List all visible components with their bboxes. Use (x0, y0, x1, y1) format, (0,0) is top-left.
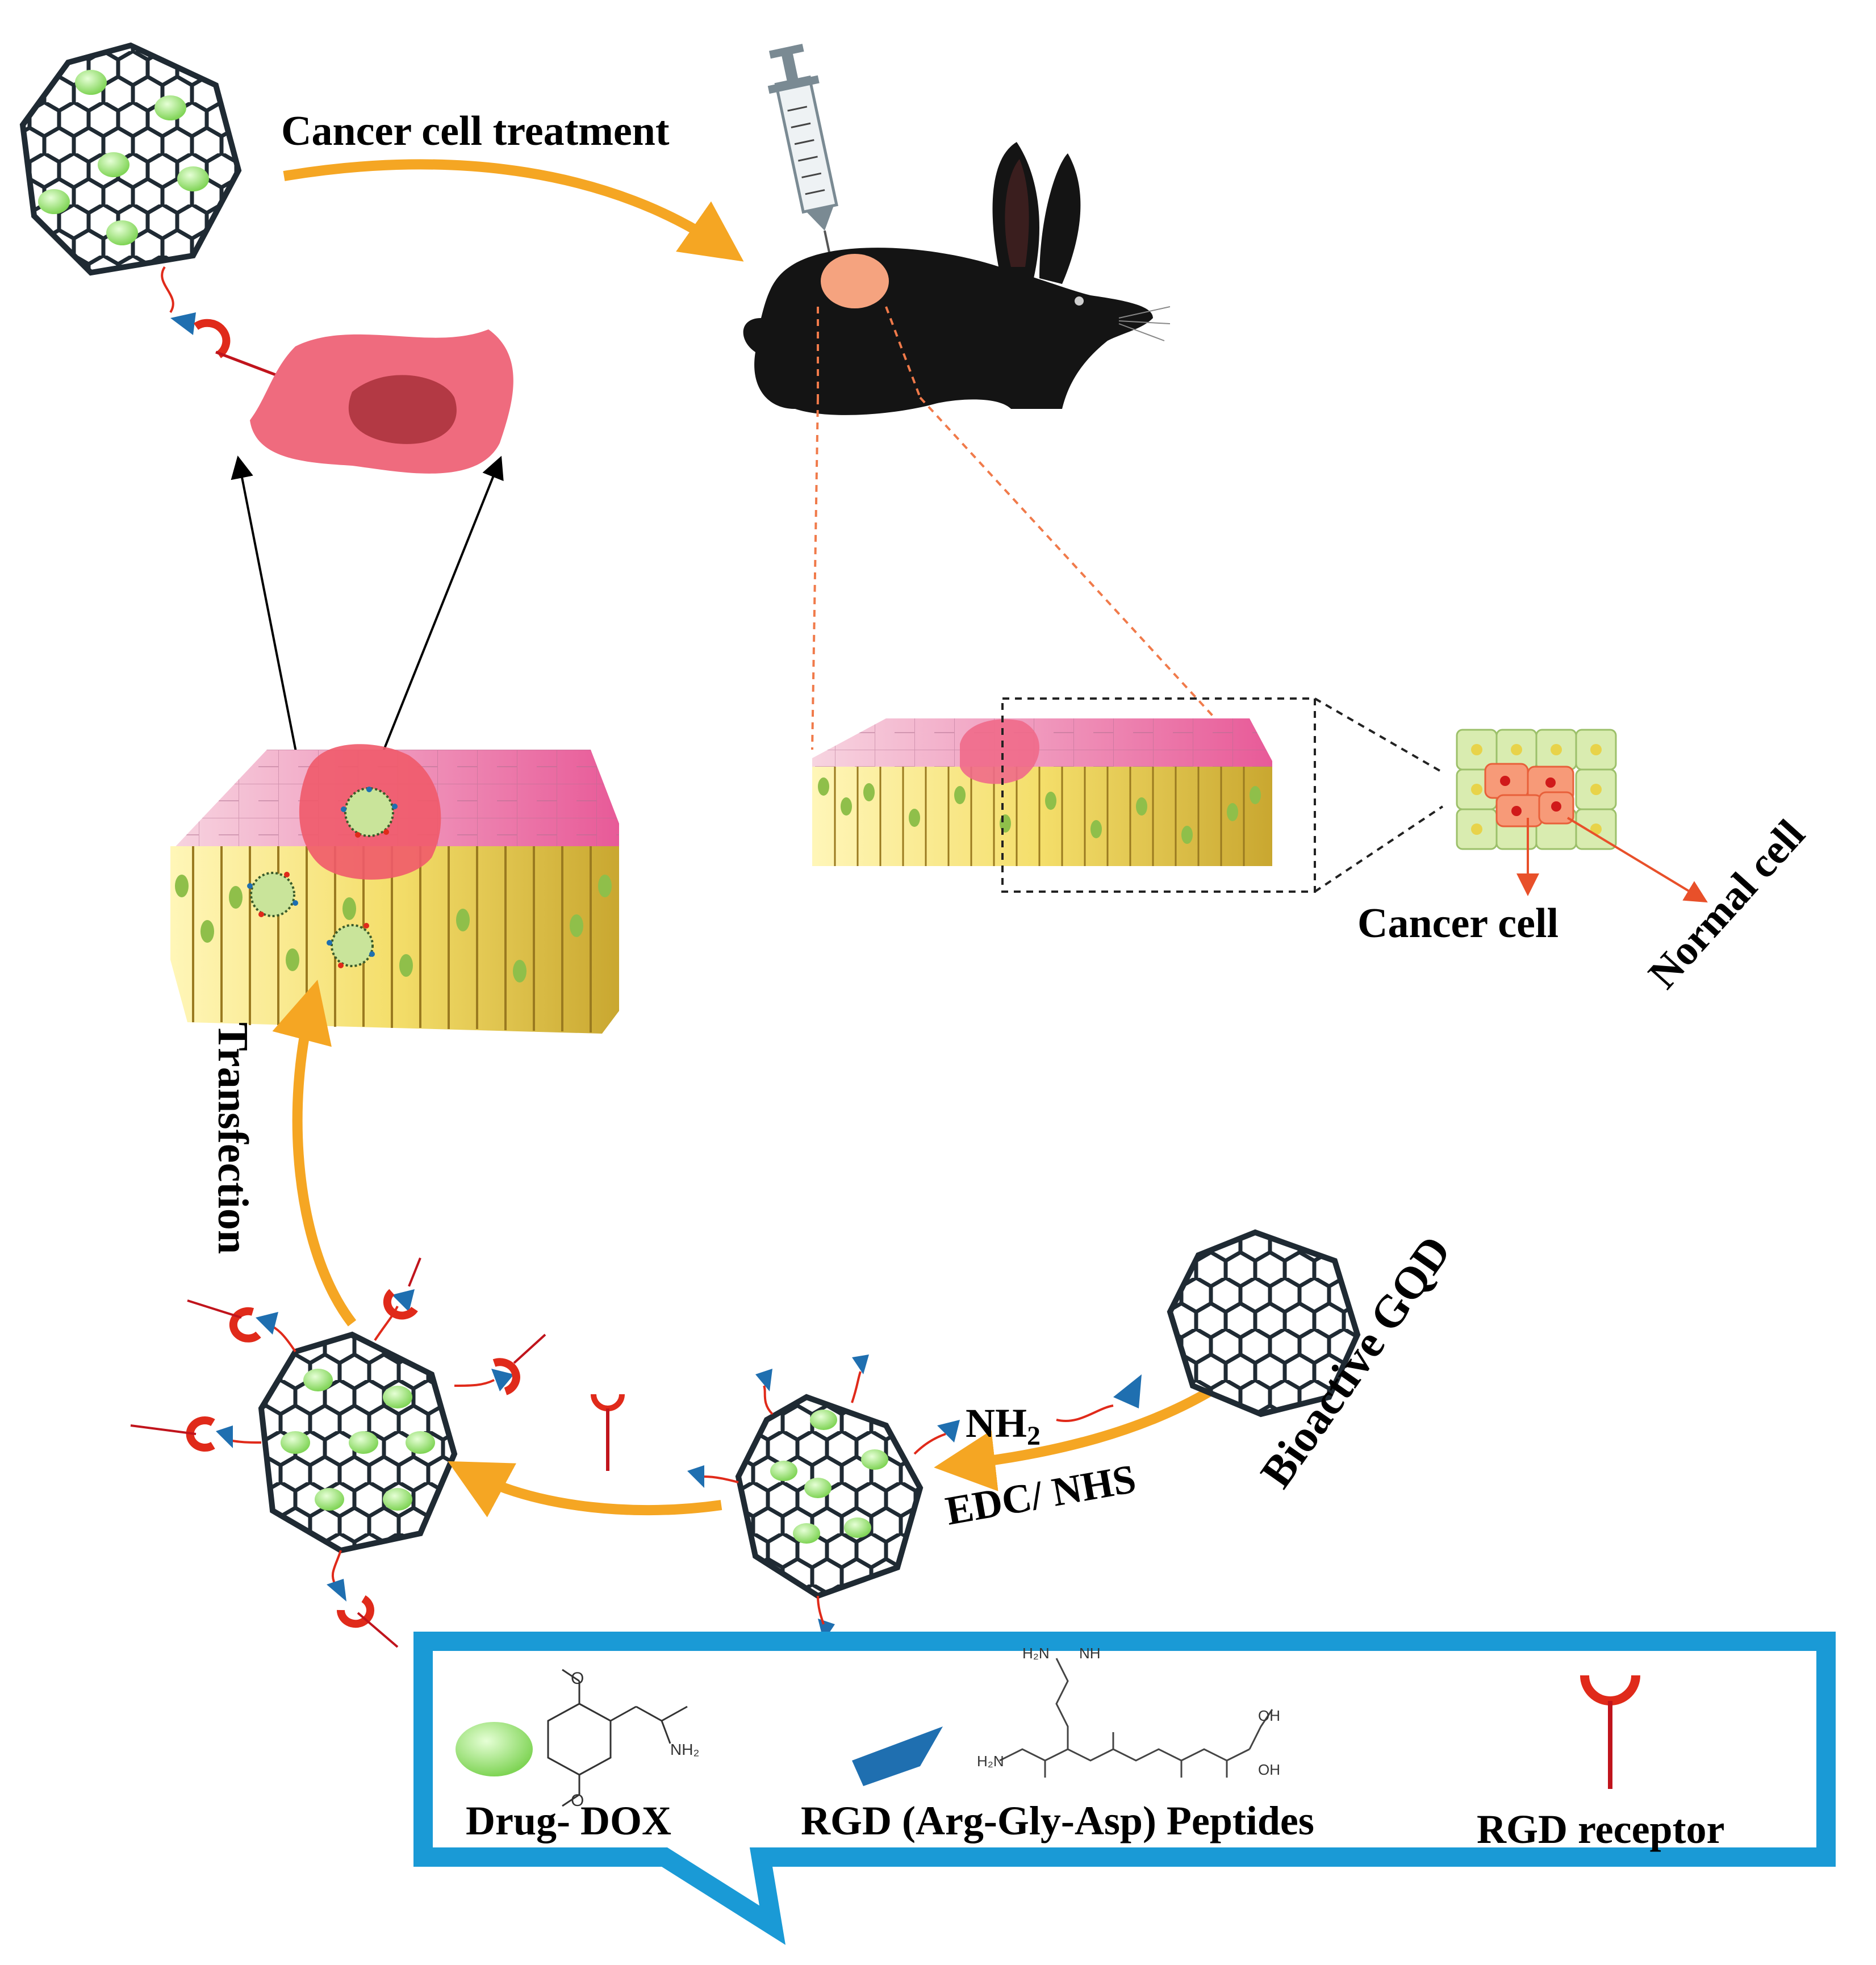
receptor-pair-4 (130, 1416, 262, 1452)
drug-dox-icon (456, 1722, 533, 1776)
legend-rgd-receptor: RGD receptor (1477, 1807, 1725, 1852)
receptor-pair-1 (187, 1299, 296, 1353)
tissue-block-right (812, 718, 1272, 866)
gqd-drug-loaded-top (19, 42, 299, 385)
rgd-struct-oh1: OH (1258, 1707, 1280, 1724)
excised-tumor (250, 329, 513, 474)
rgd-struct-top: H₂N (1022, 1645, 1050, 1662)
rgd-receptor-icon-free (591, 1394, 625, 1471)
edc-nhs-arrow (934, 1387, 1213, 1491)
rgd-structure (999, 1658, 1273, 1778)
pointer-arrow-right (374, 455, 504, 773)
tissue-block-left (170, 744, 619, 1034)
receptor-pair-3 (454, 1333, 546, 1395)
drug-dots (38, 70, 209, 245)
rgd-struct-nh: NH (1079, 1645, 1101, 1662)
cell-cluster (1456, 729, 1708, 903)
gqd-rgd-conjugated (687, 1354, 960, 1641)
normal-cell-label: Normal cell (1640, 811, 1814, 997)
nanoparticle-cluster (247, 787, 398, 968)
rgd-peptide-legend-icon (852, 1726, 943, 1786)
legend: O O NH₂ Drug- DOX H₂N NH H₂N OH OH RGD (… (413, 1632, 1836, 1945)
projection-line-left (811, 397, 819, 750)
rgd-struct-oh2: OH (1258, 1761, 1280, 1778)
treatment-arrow (283, 159, 744, 262)
transfection-arrow (272, 980, 357, 1327)
rabbit-icon (743, 142, 1171, 415)
zoom-box (1001, 697, 1316, 893)
legend-rgd-peptides: RGD (Arg-Gly-Asp) Peptides (801, 1798, 1314, 1843)
receptor-pair-5 (327, 1550, 399, 1648)
gqd-bioactive (1167, 1229, 1361, 1418)
dox-nh2: NH₂ (670, 1741, 699, 1758)
transfection-label: Transfection (209, 1022, 257, 1254)
syringe-icon (767, 44, 838, 253)
legend-drug-dox: Drug- DOX (466, 1798, 671, 1843)
pointer-arrow-left (231, 455, 308, 807)
rgd-peptide-icon (170, 312, 196, 335)
projection-line-right (919, 396, 1245, 751)
conjugation-arrow (448, 1461, 722, 1517)
rgd-receptor-legend-icon (1580, 1675, 1640, 1789)
rgd-peptide-icon (1113, 1374, 1142, 1408)
dox-o-bottom: O (571, 1791, 584, 1810)
dox-structure (547, 1669, 688, 1807)
receptor-pair-2 (374, 1257, 421, 1341)
nh2-label: NH2 (966, 1400, 1041, 1451)
rgd-receptor-icon (194, 319, 231, 358)
cancer-cell-treatment-label: Cancer cell treatment (281, 108, 670, 154)
cancer-cell-label: Cancer cell (1357, 900, 1559, 947)
dox-o-top: O (571, 1669, 584, 1688)
rgd-struct-h2n: H₂N (977, 1753, 1004, 1770)
gqd-targeted (130, 1257, 546, 1648)
